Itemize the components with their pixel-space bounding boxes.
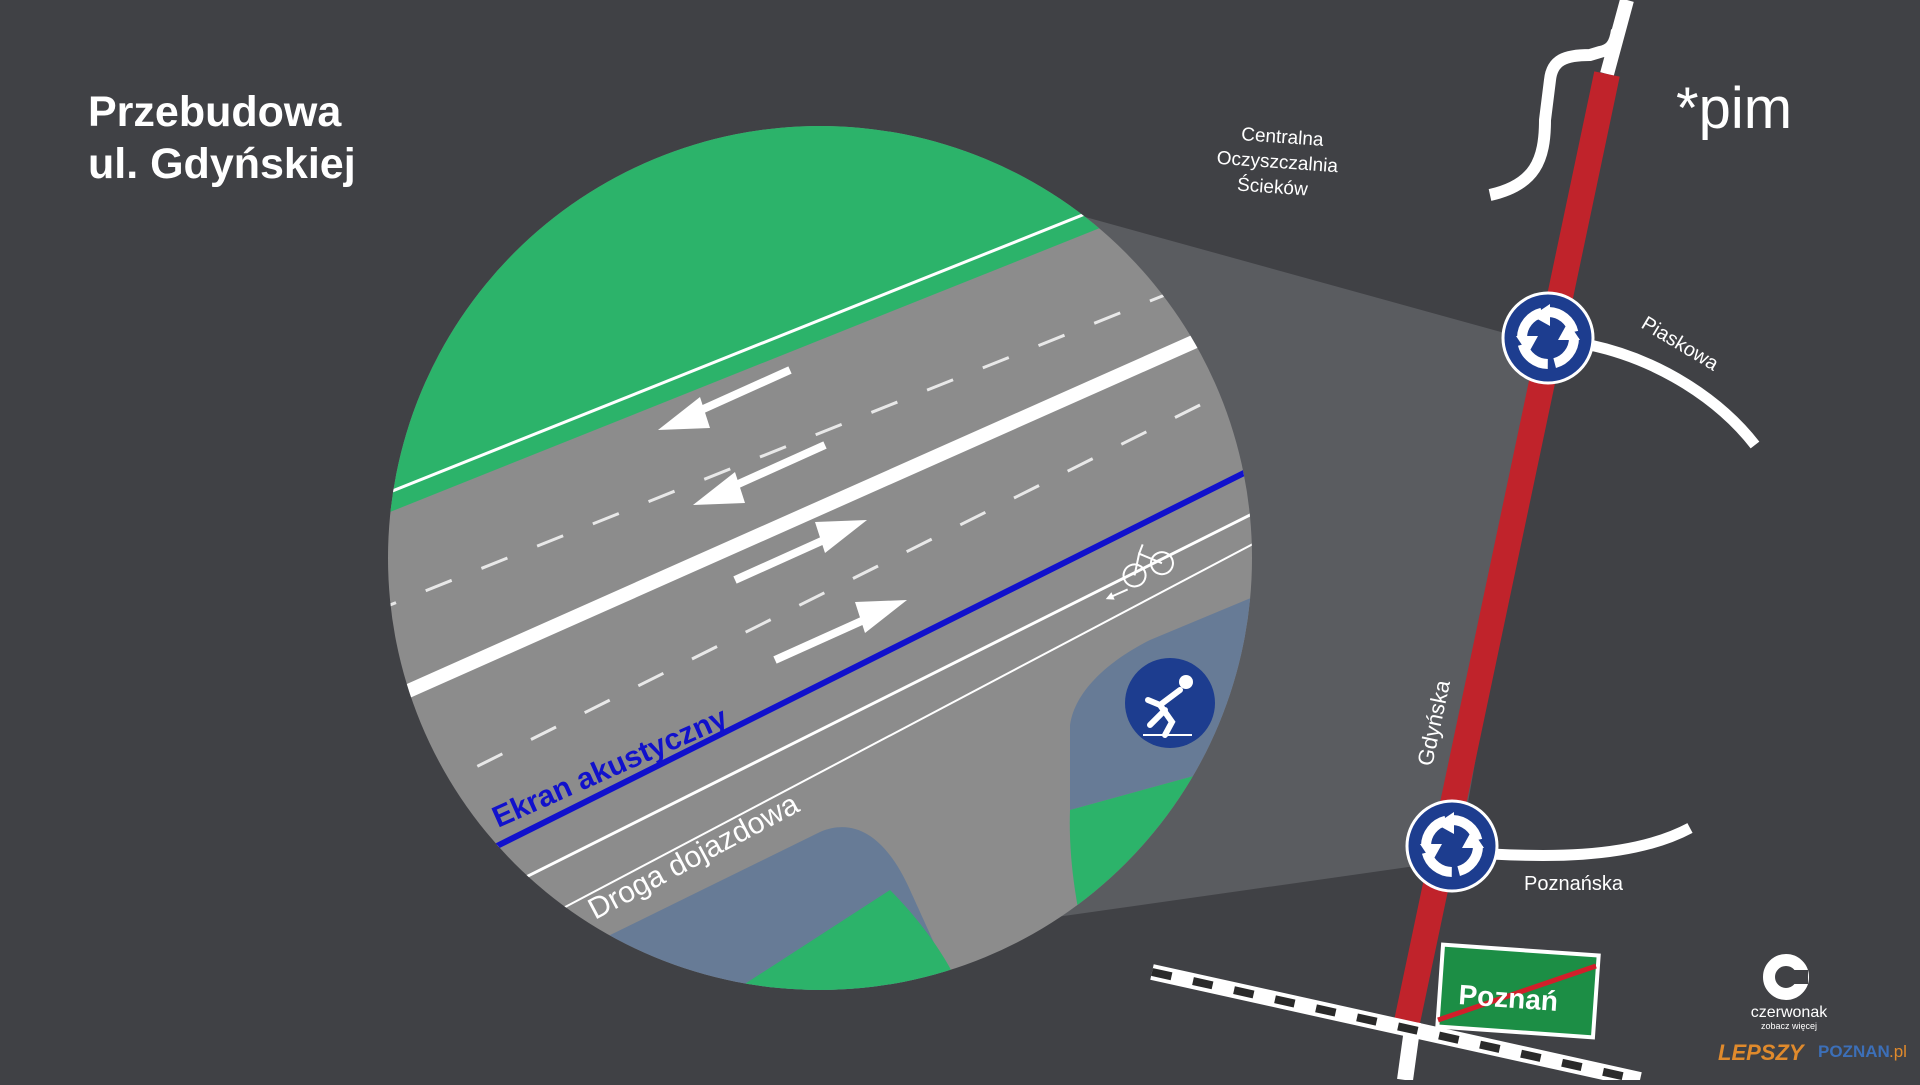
lane-arrow-east-2 <box>773 611 877 664</box>
poznan-logo-text: POZNAN <box>1818 1042 1890 1061</box>
median-line <box>388 301 1252 715</box>
wwtp-label-line3: Ścieków <box>1236 174 1308 201</box>
title-line1: Przebudowa <box>88 88 342 136</box>
czerwonak-logo-icon <box>1763 954 1809 1000</box>
roundabout-north <box>1501 291 1595 385</box>
lane-arrow-west-1 <box>688 366 792 419</box>
poznan-city-sign <box>1435 942 1601 1040</box>
page-title: Przebudowa ul. Gdyńskiej <box>88 86 356 190</box>
lane-arrow-west-2 <box>723 441 827 494</box>
lepszy-logo-text: LEPSZY <box>1718 1040 1806 1065</box>
wwtp-label-line1: Centralna <box>1241 124 1325 151</box>
roundabout-south <box>1405 799 1499 893</box>
bicycle-icon <box>1105 544 1174 600</box>
czerwonak-logo-text: czerwonak <box>1751 1004 1828 1021</box>
poznanska-label: Poznańska <box>1524 873 1624 895</box>
green-verge-north <box>388 126 1252 520</box>
piaskowa-street <box>1588 339 1760 449</box>
pim-logo: *pim <box>1676 76 1792 141</box>
title-line2: ul. Gdyńskiej <box>88 140 356 188</box>
pedestrian-crossing-icon <box>1125 658 1215 748</box>
city-sign-text: Poznań <box>1458 979 1559 1017</box>
lane-arrow-east-1 <box>733 531 837 584</box>
czerwonak-tagline: zobacz więcej <box>1761 1021 1817 1031</box>
gdynska-north-segment <box>1600 0 1634 76</box>
railway-track <box>1150 964 1642 1085</box>
pl-logo-text: .pl <box>1889 1042 1907 1061</box>
wwtp-label-line2: Oczyszczalnia <box>1216 148 1339 177</box>
noise-barrier-line <box>493 457 1252 850</box>
